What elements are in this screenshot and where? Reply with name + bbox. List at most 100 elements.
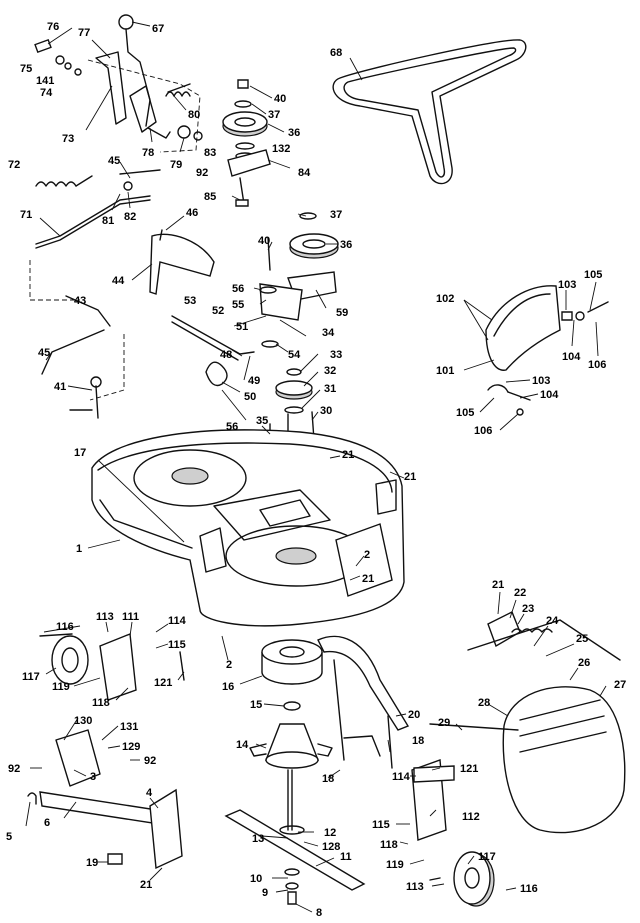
callout-32: 32 [324,365,336,377]
callout-92: 92 [144,755,156,767]
callout-44: 44 [112,275,125,287]
callout-101: 101 [436,365,454,377]
callout-74: 74 [40,87,53,99]
callout-92: 92 [8,763,20,775]
callout-92: 92 [196,167,208,179]
callout-28: 28 [478,697,490,709]
callout-115: 115 [372,819,390,831]
callout-103: 103 [532,375,550,387]
callout-71: 71 [20,209,32,221]
gauge-wheel-rear [411,759,495,907]
callout-112: 112 [462,811,480,823]
callout-46: 46 [186,207,198,219]
callout-105: 105 [584,269,602,281]
callout-35: 35 [256,415,268,427]
stabilizer-bracket [317,635,410,769]
callout-12: 12 [324,827,336,839]
callout-labels: 76 77 67 75 141 74 73 80 78 79 92 68 40 … [6,21,626,919]
callout-34: 34 [322,327,335,339]
callout-50: 50 [244,391,256,403]
callout-18: 18 [322,773,334,785]
callout-116: 116 [520,883,538,895]
drive-belt [332,39,527,185]
callout-56: 56 [226,421,238,433]
callout-49: 49 [248,375,260,387]
callout-10: 10 [250,873,262,885]
callout-37: 37 [268,109,280,121]
callout-117: 117 [22,671,40,683]
callout-117: 117 [478,851,496,863]
callout-24: 24 [546,615,559,627]
callout-130: 130 [74,715,92,727]
callout-76: 76 [47,21,59,33]
callout-40: 40 [274,93,286,105]
gauge-wheel-front [39,633,185,701]
callout-36: 36 [288,127,300,139]
callout-106: 106 [588,359,606,371]
callout-121: 121 [154,677,172,689]
callout-43: 43 [74,295,86,307]
callout-115: 115 [168,639,186,651]
callout-18: 18 [412,735,424,747]
callout-113: 113 [406,881,424,893]
callout-6: 6 [44,817,50,829]
callout-77: 77 [78,27,90,39]
callout-84: 84 [298,167,311,179]
callout-4: 4 [146,787,153,799]
callout-33: 33 [330,349,342,361]
callout-114: 114 [392,771,411,783]
callout-51: 51 [236,321,248,333]
callout-45: 45 [38,347,50,359]
belt-guard [149,229,215,295]
callout-141: 141 [36,75,54,87]
callout-16: 16 [222,681,234,693]
callout-73: 73 [62,133,74,145]
lift-lever-assembly [34,14,203,153]
callout-102: 102 [436,293,454,305]
callout-129: 129 [122,741,140,753]
blade-spindle-assembly [224,639,366,905]
tension-spring-and-rod [29,169,161,301]
callout-21: 21 [492,579,504,591]
callout-114: 114 [168,615,187,627]
callout-27: 27 [614,679,626,691]
callout-119: 119 [386,859,404,871]
callout-103: 103 [558,279,576,291]
upper-pulley-stack [222,79,271,207]
deck-link-rod [41,295,125,419]
callout-29: 29 [438,717,450,729]
callout-11: 11 [340,851,352,863]
callout-113: 113 [96,611,114,623]
callout-72: 72 [8,159,20,171]
callout-21: 21 [342,449,354,461]
callout-25: 25 [576,633,588,645]
callout-22: 22 [514,587,526,599]
callout-54: 54 [288,349,301,361]
callout-131: 131 [120,721,138,733]
callout-21: 21 [404,471,416,483]
callout-41: 41 [54,381,66,393]
callout-128: 128 [322,841,340,853]
callout-1: 1 [76,543,82,555]
callout-8: 8 [316,907,322,919]
callout-36: 36 [340,239,352,251]
callout-3: 3 [90,771,96,783]
discharge-deflector [429,611,626,834]
callout-104: 104 [540,389,559,401]
callout-17: 17 [74,447,86,459]
callout-2: 2 [364,549,370,561]
callout-20: 20 [408,709,420,721]
callout-21: 21 [140,879,152,891]
callout-83: 83 [204,147,216,159]
callout-26: 26 [578,657,590,669]
idler-pulley-stack [171,212,339,461]
deck-lift-link [27,729,183,870]
callout-132: 132 [272,143,290,155]
callout-13: 13 [252,833,264,845]
callout-68: 68 [330,47,342,59]
callout-118: 118 [380,839,398,851]
callout-81: 81 [102,215,114,227]
callout-9: 9 [262,887,268,899]
callout-19: 19 [86,857,98,869]
callout-15: 15 [250,699,262,711]
